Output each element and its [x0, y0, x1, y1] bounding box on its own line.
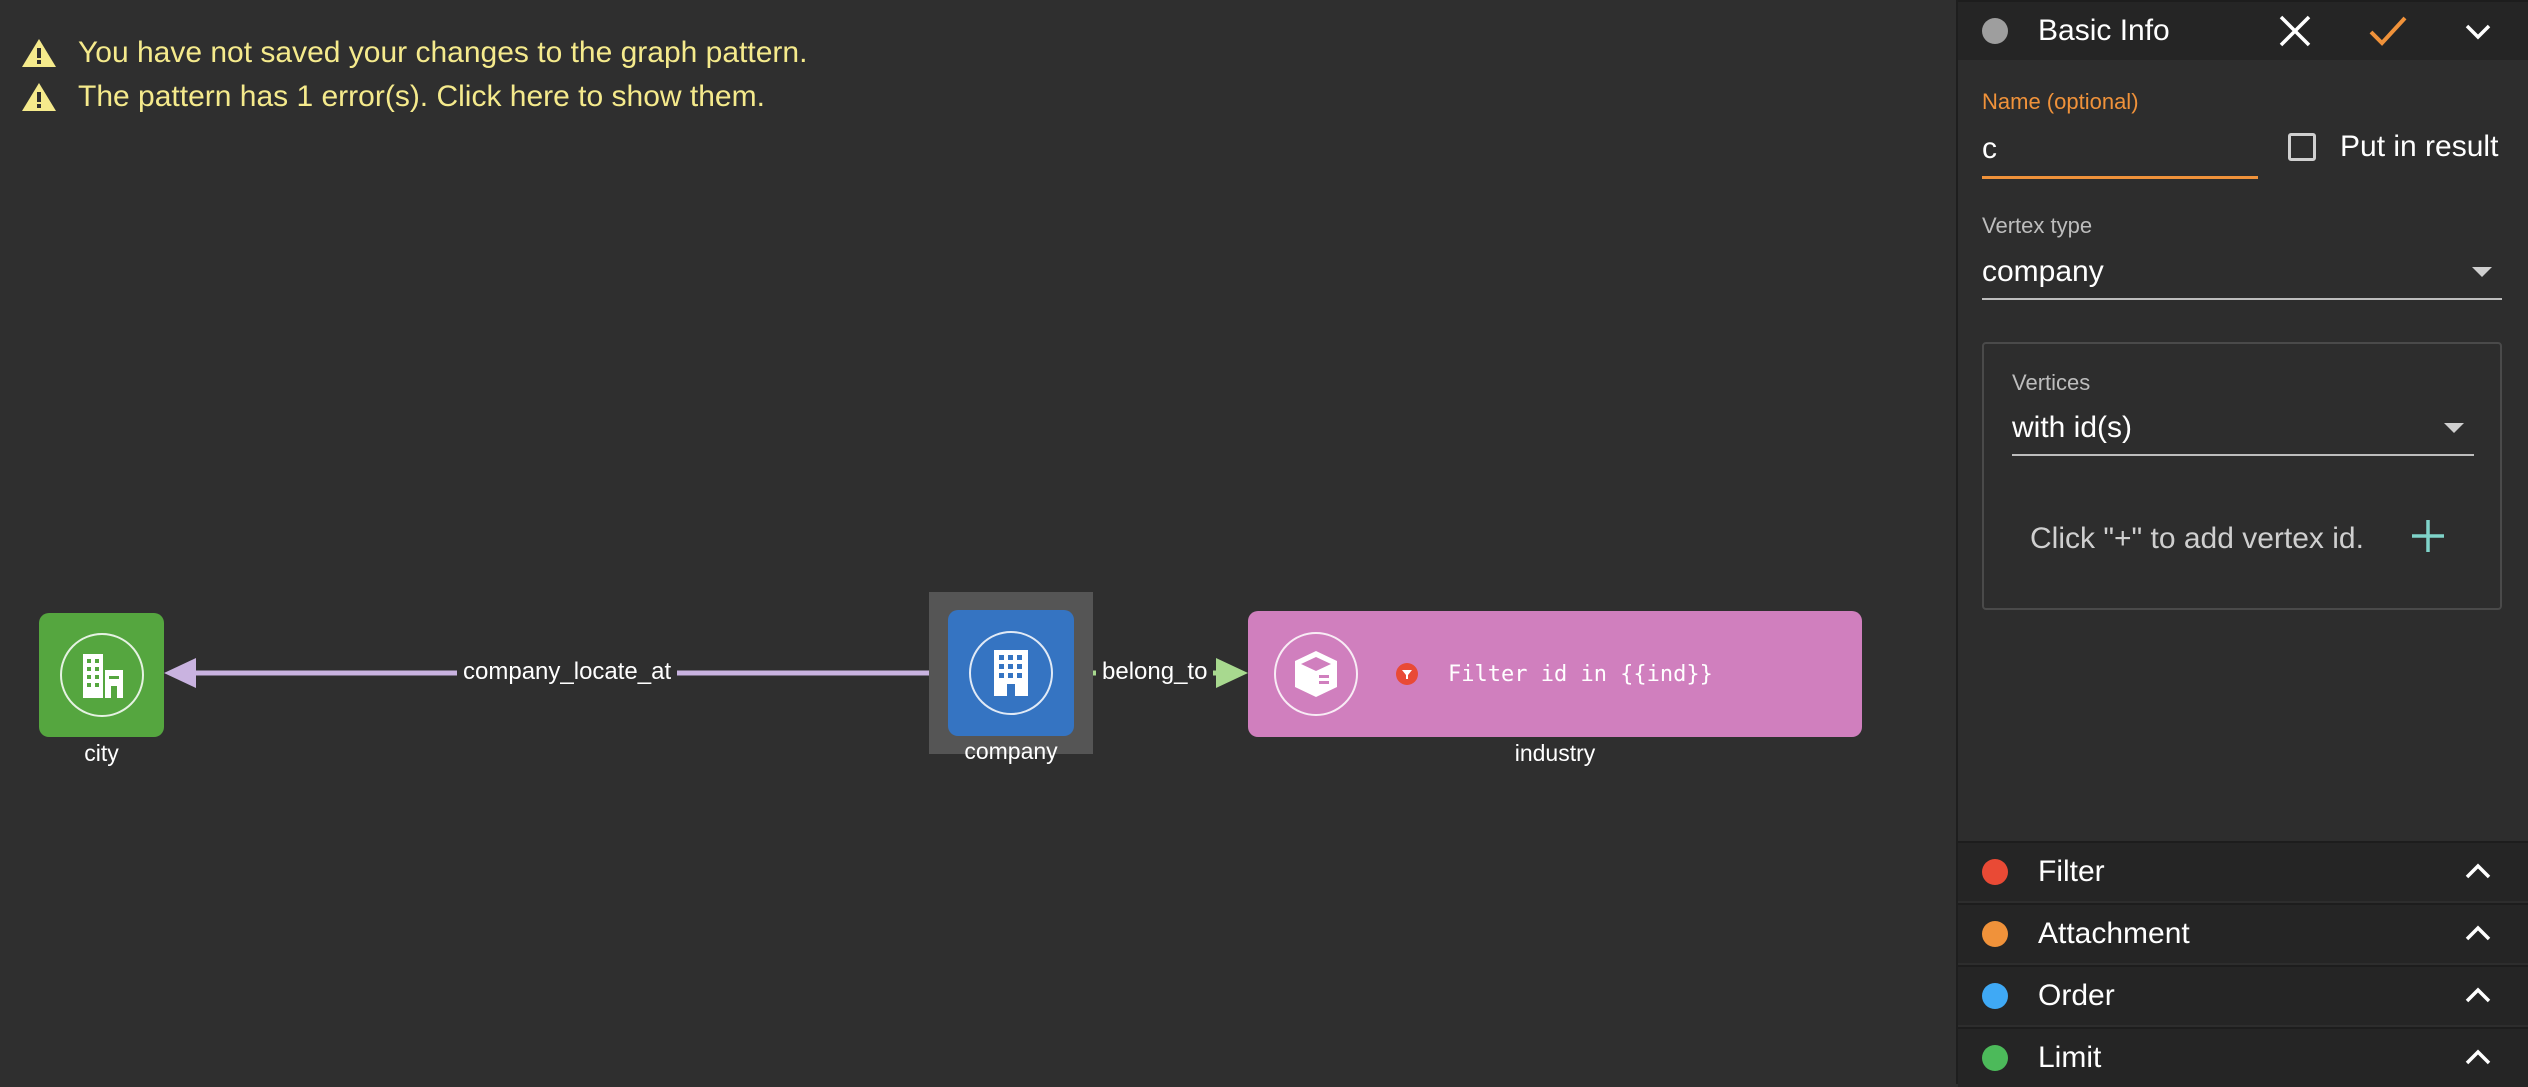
- section-order-title: Order: [2038, 979, 2115, 1012]
- status-dot: [1982, 859, 2008, 885]
- vertices-hint: Click "+" to add vertex id.: [2030, 522, 2364, 555]
- section-basic-info-header[interactable]: Basic Info: [1958, 0, 2528, 60]
- errors-warning[interactable]: The pattern has 1 error(s). Click here t…: [20, 80, 765, 114]
- vertex-config-panel: Basic Info Name (optional) Put in result…: [1956, 0, 2528, 1087]
- section-limit-title: Limit: [2038, 1041, 2102, 1074]
- industry-cube-icon: [1274, 632, 1358, 716]
- vertex-industry-label: industry: [1514, 740, 1596, 766]
- status-dot: [1982, 18, 2008, 44]
- edge-label-company-locate-at[interactable]: company_locate_at: [457, 658, 678, 686]
- warning-icon: [22, 39, 56, 67]
- name-field[interactable]: [1982, 122, 2258, 179]
- status-dot: [1982, 983, 2008, 1009]
- section-basic-info-title: Basic Info: [2038, 14, 2170, 47]
- edge-company-locate-at-arrowhead: [164, 658, 196, 688]
- vertex-industry-filter-text: Filter id in {{ind}}: [1448, 661, 1713, 687]
- section-order-header[interactable]: Order: [1958, 965, 2528, 1025]
- vertices-group: Vertices with id(s) Click "+" to add ver…: [1982, 342, 2502, 610]
- vertex-type-label: Vertex type: [1982, 213, 2093, 238]
- vertex-industry[interactable]: Filter id in {{ind}}: [1248, 611, 1862, 737]
- put-in-result-label[interactable]: Put in result: [2340, 130, 2499, 163]
- section-limit-header[interactable]: Limit: [1958, 1027, 2528, 1087]
- check-icon[interactable]: [2368, 14, 2408, 48]
- office-building-icon: [969, 631, 1053, 715]
- vertex-company[interactable]: [948, 610, 1074, 736]
- dropdown-arrow-icon: [2472, 267, 2492, 277]
- chevron-up-icon[interactable]: [2464, 982, 2492, 1010]
- chevron-up-icon[interactable]: [2464, 920, 2492, 948]
- section-filter-header[interactable]: Filter: [1958, 841, 2528, 901]
- vertex-city[interactable]: [39, 613, 164, 737]
- chevron-up-icon[interactable]: [2464, 858, 2492, 886]
- add-icon[interactable]: [2408, 516, 2448, 556]
- vertex-type-select[interactable]: company: [1982, 246, 2502, 300]
- put-in-result-checkbox[interactable]: Put in result: [2288, 130, 2498, 164]
- section-attachment-header[interactable]: Attachment: [1958, 903, 2528, 963]
- status-dot: [1982, 1045, 2008, 1071]
- vertices-select[interactable]: with id(s): [2012, 402, 2474, 456]
- warning-icon: [22, 83, 56, 111]
- unsaved-warning: You have not saved your changes to the g…: [20, 36, 807, 70]
- edge-label-belong-to[interactable]: belong_to: [1096, 658, 1214, 686]
- edge-belong-to-arrowhead: [1216, 658, 1248, 688]
- close-icon[interactable]: [2278, 14, 2312, 48]
- vertex-city-label: city: [84, 740, 119, 766]
- chevron-down-icon[interactable]: [2464, 17, 2492, 45]
- status-dot: [1982, 921, 2008, 947]
- section-filter-title: Filter: [2038, 855, 2105, 888]
- graph-canvas[interactable]: You have not saved your changes to the g…: [0, 0, 1955, 1084]
- filter-funnel-icon: [1396, 663, 1418, 685]
- checkbox-icon[interactable]: [2288, 133, 2316, 161]
- section-attachment-title: Attachment: [2038, 917, 2190, 950]
- name-field-label: Name (optional): [1982, 89, 2139, 114]
- errors-warning-text[interactable]: The pattern has 1 error(s). Click here t…: [78, 80, 765, 113]
- edges-layer: [164, 658, 1248, 688]
- city-building-icon: [59, 633, 144, 717]
- vertices-value: with id(s): [2012, 411, 2133, 444]
- chevron-up-icon[interactable]: [2464, 1044, 2492, 1072]
- vertices-label: Vertices: [2012, 370, 2091, 395]
- unsaved-warning-text: You have not saved your changes to the g…: [78, 36, 808, 69]
- vertex-company-label: company: [964, 738, 1058, 764]
- vertex-type-value: company: [1982, 255, 2104, 288]
- dropdown-arrow-icon: [2444, 423, 2464, 433]
